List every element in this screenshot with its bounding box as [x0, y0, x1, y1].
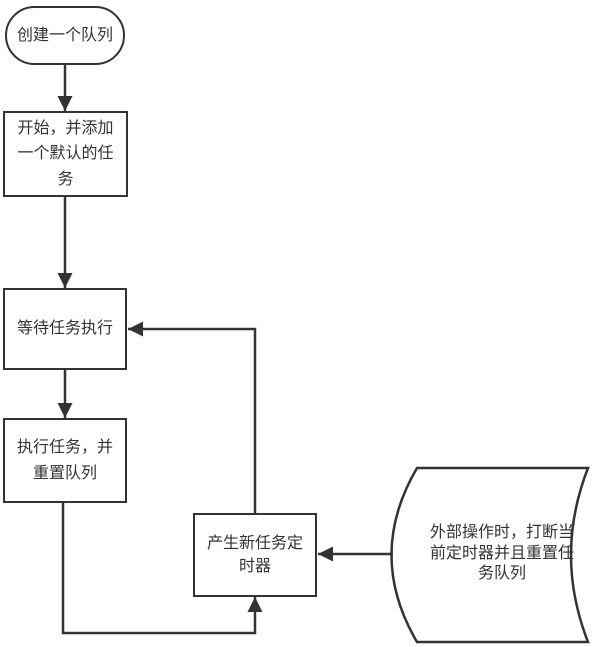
edge-timer-to-wait — [128, 321, 257, 513]
edge-run-to-timer — [61, 503, 263, 635]
node-create-queue: 创建一个队列 — [5, 6, 125, 65]
node-wait-task-run: 等待任务执行 — [3, 288, 127, 370]
node-start-add-default-task-label: 开始，并添加 一个默认的任 务 — [17, 119, 114, 188]
node-external-operation-label: 外部操作时，打断当 前定时器并且重置任 务队列 — [429, 523, 574, 583]
node-wait-task-run-label: 等待任务执行 — [16, 320, 113, 338]
node-create-queue-label: 创建一个队列 — [16, 26, 113, 44]
node-new-task-timer-label: 产生新任务定 时器 — [206, 534, 303, 575]
node-run-task-reset-queue: 执行任务，并 重置队列 — [3, 418, 127, 503]
node-start-add-default-task: 开始，并添加 一个默认的任 务 — [3, 111, 128, 197]
node-new-task-timer: 产生新任务定 时器 — [193, 513, 317, 597]
node-run-task-reset-queue-label: 执行任务，并 重置队列 — [16, 438, 113, 482]
node-external-operation: 外部操作时，打断当 前定时器并且重置任 务队列 — [417, 470, 587, 638]
external-operation-shape — [390, 466, 590, 644]
